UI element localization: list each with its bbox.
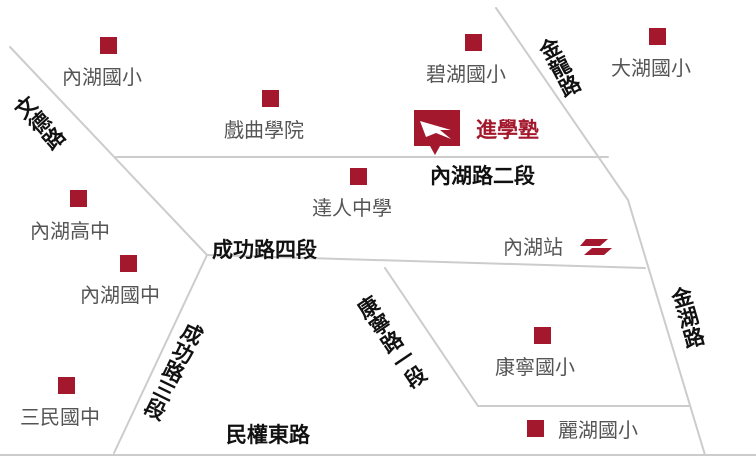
road-line-kangning xyxy=(384,267,479,407)
marker-bihu-elementary xyxy=(465,34,482,51)
place-label-daren-high: 達人中學 xyxy=(312,196,392,220)
station-name: 內湖站 xyxy=(503,235,563,259)
marker-dahu-elementary xyxy=(649,28,666,45)
place-label-dahu-elementary: 大湖國小 xyxy=(611,56,691,80)
road-line-middle xyxy=(206,254,646,269)
road-line-jinhu xyxy=(627,199,706,456)
road-label-chenggong-sec4: 成功路四段 xyxy=(212,238,317,262)
metro-logo-icon xyxy=(580,239,612,255)
place-label-kangning-elementary: 康寧國小 xyxy=(495,355,575,379)
brand-name: 進學塾 xyxy=(476,118,539,142)
marker-neihu-junior-high xyxy=(120,255,137,272)
marker-neihu-senior-high xyxy=(70,190,87,207)
road-label-neihu-sec2: 內湖路二段 xyxy=(430,164,535,188)
map-pin-emblem xyxy=(420,121,451,139)
marker-xiqu-college xyxy=(262,90,279,107)
road-line-chenggong-sec4 xyxy=(113,254,208,454)
road-line-wende xyxy=(9,46,208,256)
place-label-sanmin-junior-high: 三民國中 xyxy=(20,405,100,429)
road-line-jinlong xyxy=(495,7,629,201)
marker-lihu-elementary xyxy=(527,420,544,437)
place-label-neihu-senior-high: 內湖高中 xyxy=(30,219,110,243)
metro-logo-stroke-bottom xyxy=(584,248,612,255)
road-label-minquan-east: 民權東路 xyxy=(226,423,310,447)
marker-kangning-elementary xyxy=(534,327,551,344)
marker-neihu-elementary xyxy=(100,37,117,54)
metro-logo-stroke-top xyxy=(580,239,608,246)
place-label-lihu-elementary: 麗湖國小 xyxy=(558,418,638,442)
place-label-xiqu-college: 戲曲學院 xyxy=(224,118,304,142)
marker-daren-high xyxy=(350,168,367,185)
place-label-neihu-elementary: 內湖國小 xyxy=(62,65,142,89)
map-pin-logo-icon[interactable] xyxy=(414,110,460,156)
marker-sanmin-junior-high xyxy=(58,377,75,394)
place-label-neihu-junior-high: 內湖國中 xyxy=(80,283,160,307)
place-label-bihu-elementary: 碧湖國小 xyxy=(426,62,506,86)
